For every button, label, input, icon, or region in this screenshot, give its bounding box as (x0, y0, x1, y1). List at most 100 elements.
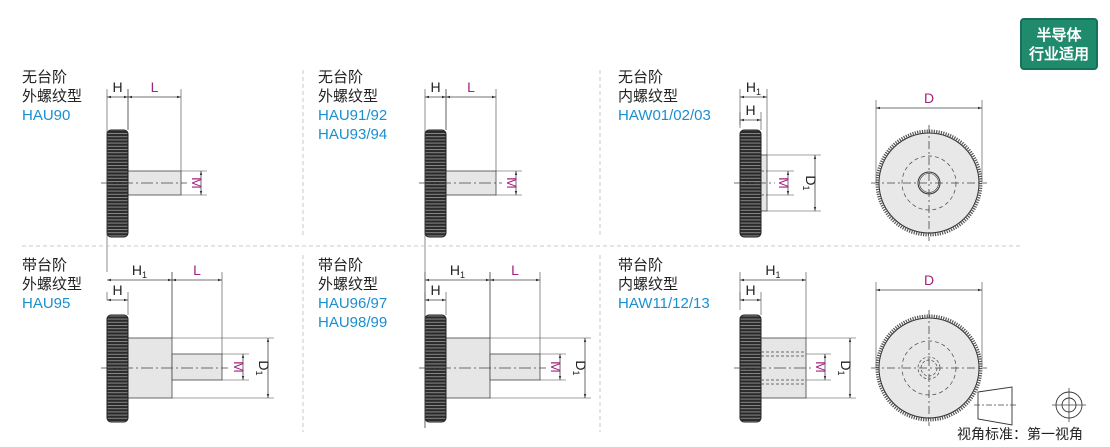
step-type: 无台阶 (318, 69, 364, 86)
dim-label-h1: H1 (132, 262, 147, 280)
dim-label-l: L (151, 79, 159, 95)
dim-letter: H (745, 102, 755, 118)
dim-letter: D (803, 175, 819, 185)
dim-letter: D (256, 360, 272, 370)
dim-letter: H (746, 79, 756, 95)
dim-subscript: 1 (142, 270, 147, 280)
thread-type: 外螺纹型 (318, 276, 379, 293)
dim-label-h1: H1 (746, 79, 761, 97)
dim-label-h1: H1 (765, 262, 780, 280)
model-code: HAW01/02/03 (618, 107, 711, 124)
dim-label-m: M (231, 361, 247, 373)
model-code: HAU96/97 (318, 295, 388, 312)
dim-subscript: 1 (756, 87, 761, 97)
panel-label-haw01: 无台阶 内螺纹型 HAW01/02/03 (618, 68, 711, 125)
knurled-head (739, 314, 762, 423)
threaded-shaft (127, 170, 182, 196)
dim-letter: D (924, 90, 934, 106)
dim-letter: M (813, 361, 829, 373)
dim-letter: L (511, 262, 519, 278)
model-code: HAU90 (22, 107, 71, 124)
dim-label-l: L (511, 262, 519, 278)
model-code: HAU91/92 (318, 107, 388, 124)
dim-label-l: L (467, 79, 475, 95)
dim-label-d: D (924, 272, 934, 288)
thread-type: 内螺纹型 (618, 88, 679, 105)
dim-label-h: H (745, 282, 755, 298)
dim-letter: M (776, 177, 792, 189)
dim-letter: M (504, 177, 520, 189)
panel-label-hau95: 带台阶 外螺纹型 HAU95 (22, 256, 82, 313)
dim-letter: H (112, 79, 122, 95)
dim-subscript: 1 (460, 270, 465, 280)
thread-type: 外螺纹型 (22, 276, 83, 293)
dim-label-d: D (924, 90, 934, 106)
model-code: HAU98/99 (318, 314, 388, 331)
panel-label-hau91: 无台阶 外螺纹型 HAU91/92 HAU93/94 (318, 68, 387, 144)
knurl-teeth (875, 314, 983, 422)
knurl-teeth (875, 129, 983, 237)
panel-label-haw11: 带台阶 内螺纹型 HAW11/12/13 (618, 256, 710, 313)
projection-caption: 视角标准：第一视角 (957, 427, 1083, 443)
knurled-head (739, 129, 762, 238)
thread-type: 外螺纹型 (318, 88, 379, 105)
model-code: HAU93/94 (318, 126, 388, 143)
dim-letter: L (193, 262, 201, 278)
dim-subscript: 1 (801, 186, 811, 191)
dim-label-d1: D1 (254, 360, 272, 375)
dim-label-h: H (430, 282, 440, 298)
dim-label-h: H (430, 79, 440, 95)
dim-subscript: 1 (571, 371, 581, 376)
knurled-head (106, 314, 129, 423)
dim-letter: L (151, 79, 159, 95)
knurled-head (424, 314, 447, 423)
dim-letter: D (924, 272, 934, 288)
step-type: 带台阶 (22, 257, 68, 274)
dim-letter: D (573, 360, 589, 370)
threaded-shaft (489, 353, 541, 381)
step-type: 无台阶 (618, 69, 664, 86)
badge-line: 行业适用 (1028, 45, 1089, 63)
dim-letter: H (745, 282, 755, 298)
dim-label-m: M (504, 177, 520, 189)
dim-letter: M (231, 361, 247, 373)
dim-subscript: 1 (836, 371, 846, 376)
dim-letter: H (765, 262, 775, 278)
dim-label-m: M (189, 177, 205, 189)
dim-letter: H (450, 262, 460, 278)
dim-label-h: H (112, 282, 122, 298)
thread-type: 内螺纹型 (618, 276, 679, 293)
dim-letter: H (132, 262, 142, 278)
threaded-shaft (171, 353, 223, 381)
dim-label-d1: D1 (571, 360, 589, 375)
model-code: HAU95 (22, 295, 71, 312)
dim-letter: M (189, 177, 205, 189)
dim-subscript: 1 (254, 371, 264, 376)
thread-type: 外螺纹型 (22, 88, 83, 105)
dim-label-h1: H1 (450, 262, 465, 280)
dim-label-l: L (193, 262, 201, 278)
dim-label-d1: D1 (801, 175, 819, 190)
step-type: 无台阶 (22, 69, 68, 86)
semiconductor-badge: 半导体 行业适用 (1020, 18, 1098, 70)
panel-label-hau90: 无台阶 外螺纹型 HAU90 (22, 68, 82, 125)
dim-label-m: M (813, 361, 829, 373)
badge-line: 半导体 (1036, 26, 1082, 44)
dim-label-m: M (776, 177, 792, 189)
dim-label-d1: D1 (836, 360, 854, 375)
dim-label-m: M (548, 361, 564, 373)
dim-letter: L (467, 79, 475, 95)
dim-subscript: 1 (776, 270, 781, 280)
model-code: HAW11/12/13 (618, 295, 710, 312)
knurled-head (106, 129, 129, 238)
knurled-head (424, 129, 447, 238)
dim-letter: H (430, 79, 440, 95)
projection-cone-icon (977, 386, 1013, 426)
step-type: 带台阶 (318, 257, 364, 274)
dim-letter: D (838, 360, 854, 370)
dim-letter: M (548, 361, 564, 373)
dim-label-h: H (745, 102, 755, 118)
dim-letter: H (112, 282, 122, 298)
panel-label-hau96: 带台阶 外螺纹型 HAU96/97 HAU98/99 (318, 256, 387, 332)
